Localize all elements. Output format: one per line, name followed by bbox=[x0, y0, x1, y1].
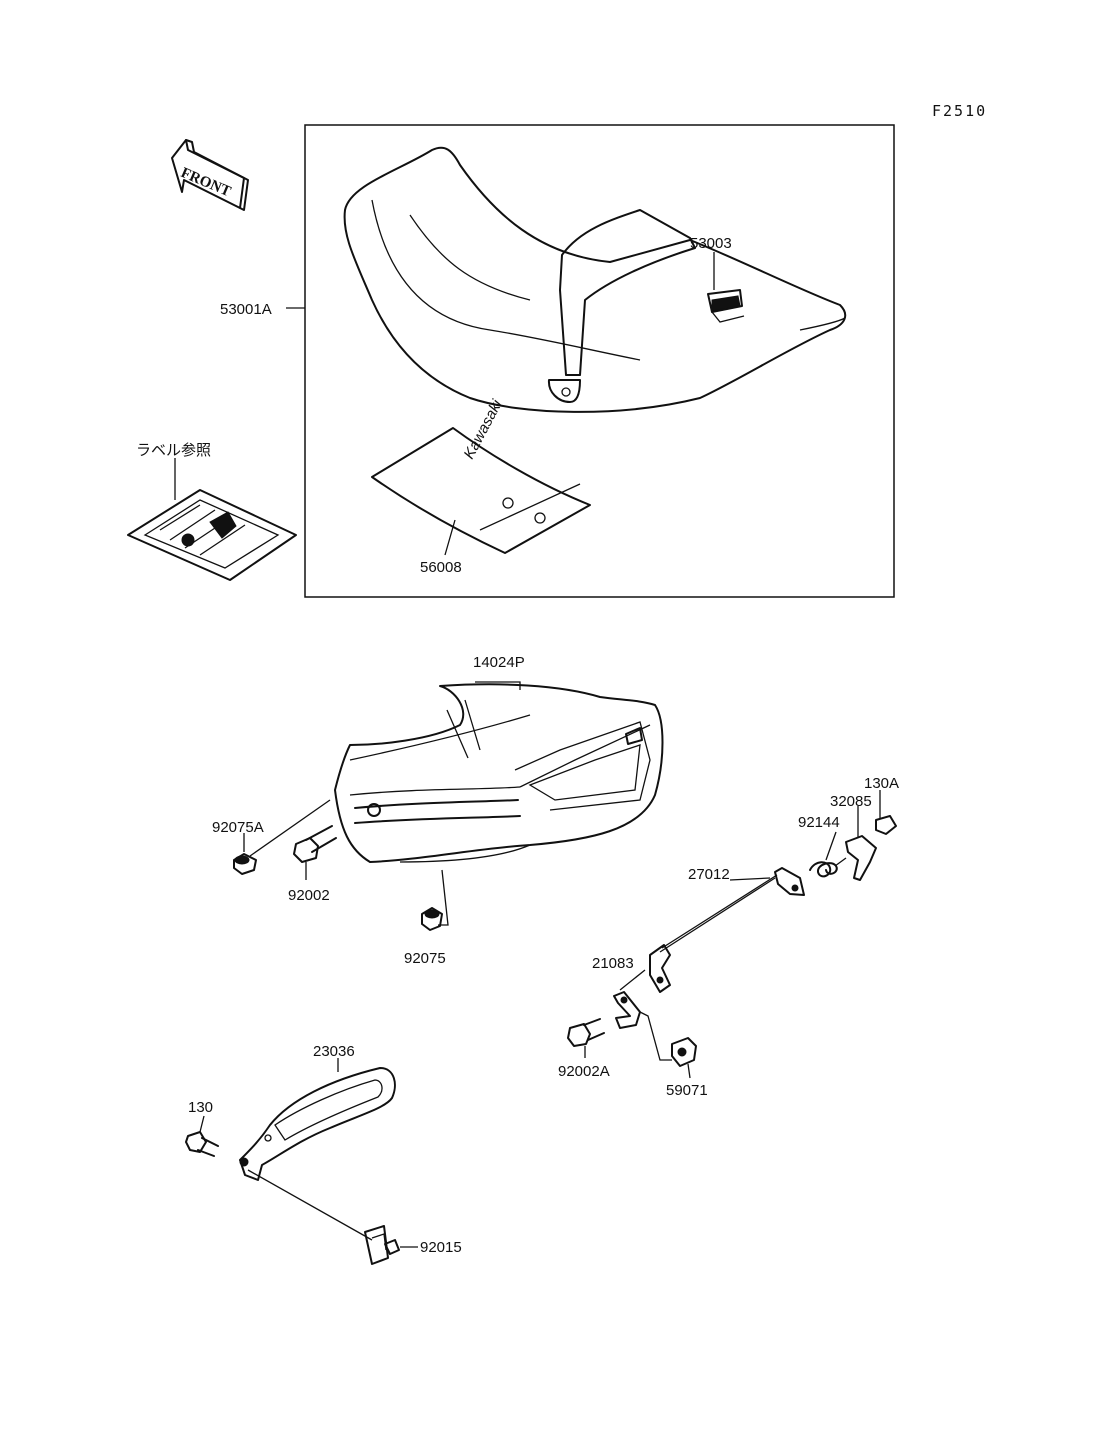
label-ref-japanese: ラベル参照 bbox=[136, 442, 211, 459]
label-53001A: 53001A bbox=[220, 301, 272, 318]
lever-21083 bbox=[649, 944, 671, 993]
clip-nut-92015 bbox=[364, 1225, 400, 1265]
label-92144: 92144 bbox=[798, 814, 840, 831]
grommet-92075A bbox=[233, 853, 257, 875]
label-92015: 92015 bbox=[420, 1239, 462, 1256]
decal-text: Kawasaki bbox=[461, 397, 506, 462]
seat bbox=[343, 146, 847, 413]
bolt-92002 bbox=[293, 825, 337, 863]
label-130: 130 bbox=[188, 1099, 213, 1116]
bolt-130 bbox=[185, 1131, 219, 1157]
label-27012: 27012 bbox=[688, 866, 730, 883]
label-card bbox=[127, 489, 297, 581]
bracket bbox=[613, 991, 641, 1029]
label-130A: 130A bbox=[864, 775, 899, 792]
label-92075A: 92075A bbox=[212, 819, 264, 836]
label-21083: 21083 bbox=[592, 955, 634, 972]
grommet-92075 bbox=[421, 907, 443, 931]
figure-code: F2510 bbox=[932, 102, 987, 120]
spring-92144 bbox=[809, 857, 847, 878]
label-14024P: 14024P bbox=[473, 654, 525, 671]
bolt-130A bbox=[875, 815, 897, 835]
label-59071: 59071 bbox=[666, 1082, 708, 1099]
front-arrow-icon: FRONT bbox=[171, 139, 249, 211]
label-53003: 53003 bbox=[690, 235, 732, 252]
label-92002: 92002 bbox=[288, 887, 330, 904]
rear-cowl bbox=[334, 683, 664, 863]
tool-pouch: Kawasaki bbox=[371, 397, 591, 554]
front-arrow-label: FRONT bbox=[178, 165, 233, 200]
label-92075: 92075 bbox=[404, 950, 446, 967]
label-32085: 32085 bbox=[830, 793, 872, 810]
label-23036: 23036 bbox=[313, 1043, 355, 1060]
lock-hook-32085 bbox=[845, 835, 877, 881]
seat-assembly-box bbox=[304, 124, 895, 598]
bolt-92002A bbox=[567, 1018, 605, 1047]
label-92002A: 92002A bbox=[558, 1063, 610, 1080]
seat-lock-cable bbox=[659, 867, 805, 953]
plate-23036 bbox=[239, 1067, 396, 1181]
label-56008: 56008 bbox=[420, 559, 462, 576]
clip-59071 bbox=[671, 1037, 697, 1067]
